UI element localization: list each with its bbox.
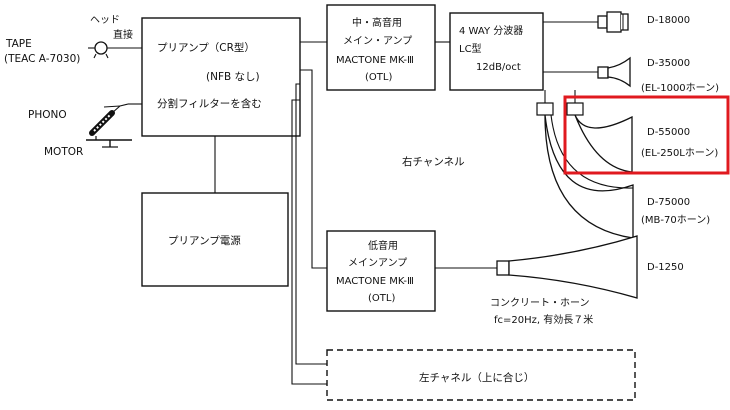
speaker-d1250: D-1250 (496, 235, 684, 299)
phono-source: PHONO MOTOR (28, 103, 142, 158)
head-label: ヘッド (90, 15, 120, 26)
main-amp-low-block: 低音用 メインアンプ MACTONE MK-Ⅲ (OTL) (326, 230, 436, 312)
main-amp-high-line4: (OTL) (365, 72, 392, 83)
d35000-label: D-35000 (647, 58, 690, 69)
preamp-to-left-wire-1 (295, 83, 327, 365)
main-amp-low-line2: メインアンプ (348, 257, 407, 269)
d55000-horn-label: (EL-250Lホーン) (641, 147, 718, 159)
main-amp-high-line3: MACTONE MK-Ⅲ (336, 55, 414, 66)
concrete-horn-label: コンクリート・ホーン (490, 297, 590, 309)
turntable-icon (86, 136, 132, 148)
d18000-label: D-18000 (647, 15, 690, 26)
left-channel-label: 左チャネル（上に合じ） (419, 371, 534, 384)
preamp-filter: 分割フィルターを含む (157, 97, 262, 110)
divider-line1: 4 WAY 分波器 (459, 24, 523, 37)
d35000-horn-label: (EL-1000ホーン) (641, 82, 719, 94)
filter-box-right (566, 102, 584, 116)
filter-box-left (536, 102, 554, 116)
right-channel-label: 右チャンネル (402, 155, 465, 168)
preamp-to-left-wire-2 (291, 99, 327, 385)
motor-label: MOTOR (44, 146, 83, 158)
left-channel-block: 左チャネル（上に合じ） (326, 349, 636, 401)
divider-line2: LC型 (459, 42, 482, 55)
d1250-label: D-1250 (647, 262, 684, 273)
direct-label: 直接 (113, 28, 133, 41)
tape-source: TAPE (TEAC A-7030) ヘッド 直接 (4, 15, 142, 65)
concrete-horn-spec: fc=20Hz, 有効長７米 (494, 313, 593, 326)
speaker-d35000: D-35000 (EL-1000ホーン) (597, 56, 719, 94)
d55000-label: D-55000 (647, 127, 690, 138)
main-amp-high-block: 中・高音用 メイン・アンプ MACTONE MK-Ⅲ (OTL) (326, 4, 436, 91)
preamp-power-label: プリアンプ電源 (168, 234, 241, 247)
preamp-power-block: プリアンプ電源 (141, 192, 289, 287)
phono-cartridge-icon (89, 103, 129, 136)
main-amp-high-line1: 中・高音用 (352, 16, 402, 29)
preamp-to-low-amp-wire (300, 69, 327, 269)
d75000-horn-label: (MB-70ホーン) (641, 214, 710, 226)
main-amp-low-line1: 低音用 (368, 239, 398, 252)
divider-line3: 12dB/oct (476, 62, 521, 73)
divider-block: 4 WAY 分波器 LC型 12dB/oct (449, 12, 544, 91)
tape-model: (TEAC A-7030) (4, 53, 80, 65)
speaker-d75000: D-75000 (MB-70ホーン) (544, 114, 710, 239)
d75000-label: D-75000 (647, 197, 690, 208)
highlight-box (563, 95, 730, 175)
phono-label: PHONO (28, 109, 67, 121)
main-amp-low-line4: (OTL) (368, 293, 395, 304)
preamp-title: プリアンプ（CR型） (157, 41, 255, 54)
tape-label: TAPE (5, 38, 32, 50)
main-amp-high-line2: メイン・アンプ (343, 35, 412, 47)
main-amp-low-line3: MACTONE MK-Ⅲ (336, 276, 414, 287)
speaker-d55000: D-55000 (EL-250Lホーン) (574, 114, 718, 173)
preamp-block: プリアンプ（CR型） (NFB なし) 分割フィルターを含む (141, 17, 301, 137)
preamp-nfb: (NFB なし) (206, 71, 260, 83)
tape-head-icon (88, 41, 109, 59)
speaker-d18000: D-18000 (597, 11, 690, 33)
